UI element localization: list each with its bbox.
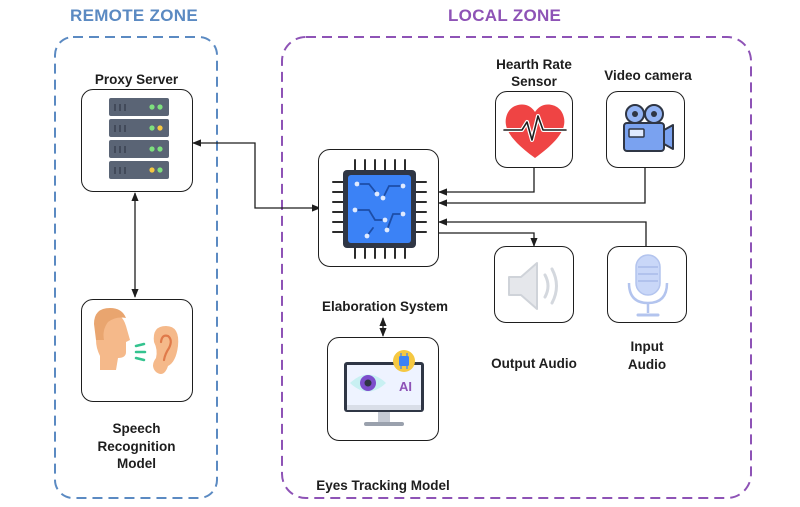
connector-processor-output bbox=[439, 232, 538, 247]
connector-heart-processor bbox=[438, 168, 535, 196]
connector-camera-processor bbox=[438, 168, 646, 207]
video-camera-node bbox=[606, 91, 685, 168]
input-audio-label: Input Audio bbox=[627, 339, 667, 372]
microchip-icon bbox=[332, 159, 427, 259]
local-zone-title: LOCAL ZONE bbox=[448, 6, 562, 25]
video-camera-label: Video camera bbox=[604, 68, 692, 83]
speech-recognition-node bbox=[81, 299, 193, 402]
input-audio-node bbox=[607, 246, 687, 323]
output-audio-node bbox=[494, 246, 574, 323]
remote-zone-title: REMOTE ZONE bbox=[70, 6, 198, 25]
output-audio-label: Output Audio bbox=[491, 356, 577, 371]
video-camera-icon bbox=[623, 104, 674, 152]
speech-hearing-icon bbox=[94, 308, 179, 374]
server-rack-icon bbox=[109, 98, 169, 179]
local-zone-border bbox=[281, 36, 752, 499]
heart-pulse-icon bbox=[502, 104, 568, 158]
speaker-icon bbox=[508, 262, 558, 310]
proxy-server-node bbox=[81, 89, 193, 192]
eyes-tracking-node: AI bbox=[327, 337, 439, 441]
speech-recognition-label: Speech Recognition Model bbox=[97, 421, 176, 471]
connector-proxy-processor bbox=[192, 139, 321, 212]
connector-input-processor bbox=[438, 218, 647, 246]
eye-ai-monitor-icon: AI bbox=[344, 350, 424, 426]
heart-rate-sensor-label: Hearth Rate Sensor bbox=[496, 57, 572, 89]
proxy-server-label: Proxy Server bbox=[94, 72, 179, 87]
eyes-tracking-label: Eyes Tracking Model bbox=[316, 478, 450, 493]
heart-rate-sensor-node bbox=[495, 91, 573, 168]
ai-badge-text: AI bbox=[399, 379, 412, 394]
elaboration-system-label: Elaboration System bbox=[321, 299, 449, 314]
microphone-icon bbox=[627, 254, 669, 317]
processor-node bbox=[318, 149, 439, 267]
